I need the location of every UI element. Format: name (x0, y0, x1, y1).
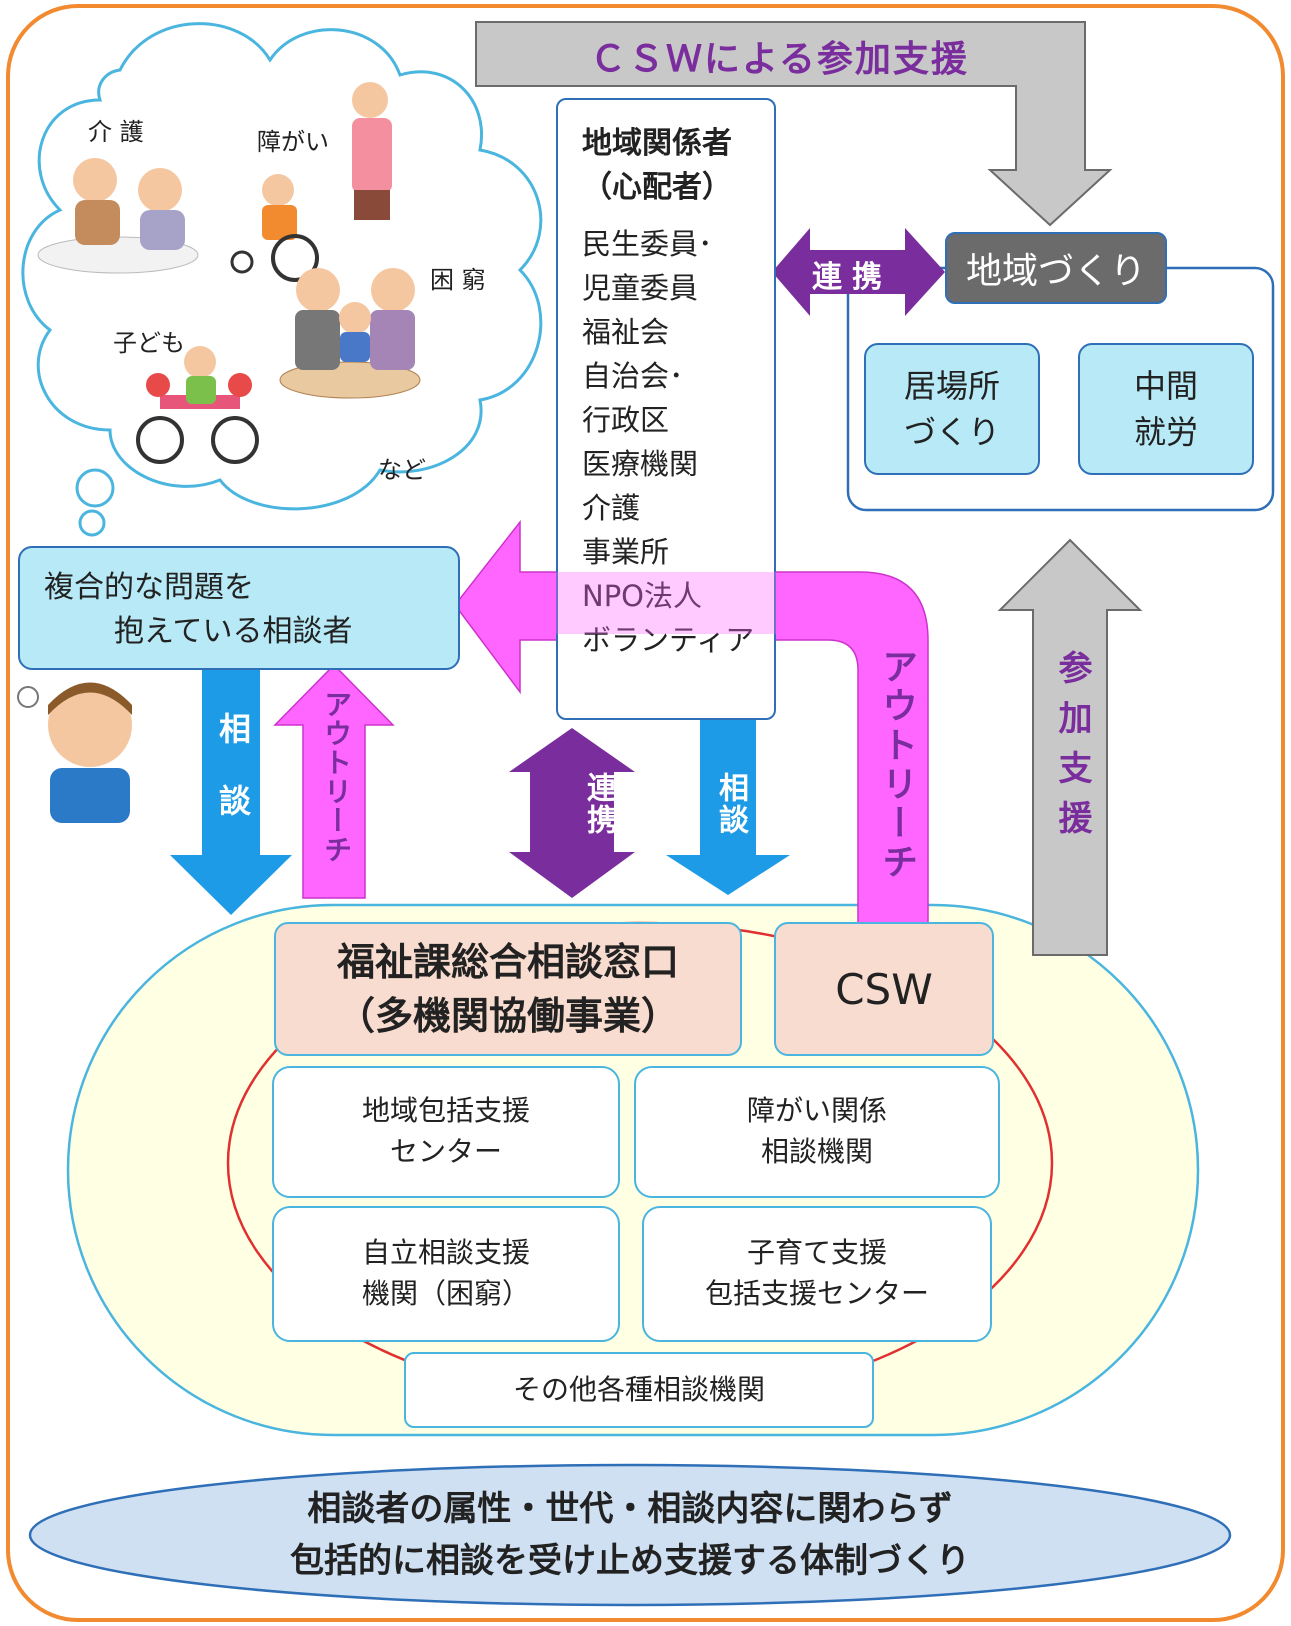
renkei-horizontal-arrow (772, 228, 945, 316)
houkatsu-line2: センター (389, 1135, 502, 1168)
left-magenta-arrow (273, 663, 395, 899)
consultee-line2: 抱えている相談者 (114, 614, 353, 649)
outreach-left-label: アウトリーチ (320, 690, 353, 864)
stakeholder-item: ボランティア (582, 623, 755, 657)
worried-man-illustration (17, 682, 132, 823)
label-konkyu: 困 窮 (430, 266, 486, 294)
stakeholder-item: 児童委員 (582, 271, 699, 305)
wheelchair-illustration (230, 82, 392, 282)
ibasho-box: 居場所 づくり (864, 343, 1040, 475)
outreach-overlay (556, 572, 776, 634)
houkatsu-line1: 地域包括支援 (361, 1094, 530, 1128)
top-gray-arrow (475, 21, 1113, 227)
stakeholder-item: 行政区 (582, 403, 670, 437)
chukan-line2: 就労 (1133, 413, 1198, 451)
chukan-line1: 中間 (1133, 366, 1198, 405)
main-counter-line1: 福祉課総合相談窓口 (336, 940, 679, 984)
houkatsu-box: 地域包括支援 センター (272, 1066, 620, 1198)
stakeholder-item: NPO法人 (582, 579, 703, 613)
poverty-family-illustration (279, 268, 421, 399)
consultee-line1: 複合的な問題を (44, 570, 254, 605)
stakeholder-item: 介護 (582, 491, 641, 525)
sodan-center-label: 相談 (713, 772, 748, 836)
community-title-text: 地域づくり (965, 251, 1146, 292)
bottom-statement: 相談者の属性・世代・相談内容に関わらず 包括的に相談を受け止め支援する体制づくり (130, 1470, 1130, 1600)
kosodate-line2: 包括支援センター (704, 1277, 929, 1310)
right-gray-arrow (997, 538, 1143, 956)
stakeholders-title: 地域関係者 (582, 126, 732, 161)
ibasho-line1: 居場所 (903, 366, 1000, 405)
label-kodomo: 子ども (113, 329, 185, 357)
main-counter-box: 福祉課総合相談窓口 （多機関協働事業） (274, 922, 742, 1056)
sonota-box: その他各種相談機関 (404, 1352, 874, 1428)
sonota-label: その他各種相談機関 (512, 1372, 765, 1406)
stakeholders-subtitle: （心配者） (582, 170, 732, 205)
child-bicycle-illustration (136, 346, 259, 464)
csw-box: CSW (774, 922, 994, 1056)
label-shogai: 障がい (257, 128, 329, 156)
consultee-box: 複合的な問題を 抱えている相談者 (18, 546, 460, 670)
csw-label: CSW (835, 964, 933, 1014)
renkei-horizontal-label: 連携 (812, 260, 892, 295)
jiritsu-line1: 自立相談支援 (361, 1236, 530, 1270)
shogai-box: 障がい関係 相談機関 (634, 1066, 1000, 1198)
bottom-line2: 包括的に相談を受け止め支援する体制づくり (290, 1541, 970, 1581)
stakeholder-item: 民生委員･ (582, 227, 713, 261)
center-blue-arrow (666, 720, 790, 895)
bottom-ellipse (28, 1463, 1232, 1607)
top-banner-title: ＣＳＷによる参加支援 (590, 39, 969, 80)
stakeholder-item: 自治会･ (582, 359, 684, 393)
sodan-left-label: 相談 (214, 712, 252, 856)
kosodate-box: 子育て支援 包括支援センター (642, 1206, 992, 1342)
renkei-vertical-label: 連携 (581, 772, 616, 836)
renkei-vertical-arrow (509, 728, 635, 898)
main-counter-line2: （多機関協働事業） (336, 994, 679, 1038)
shogai-line1: 障がい関係 (746, 1094, 887, 1128)
kosodate-line1: 子育て支援 (746, 1236, 887, 1270)
outreach-curved-label: アウトリーチ (876, 648, 917, 882)
elderly-care-illustration (37, 158, 199, 274)
stakeholder-item: 医療機関 (582, 447, 699, 481)
ibasho-line2: づくり (903, 413, 1000, 451)
stakeholder-item: 福祉会 (582, 315, 670, 349)
sanka-shien-label: 参加支援 (1052, 650, 1092, 850)
stakeholder-item: 事業所 (582, 535, 670, 569)
jiritsu-box: 自立相談支援 機関（困窮） (272, 1206, 620, 1342)
community-title: 地域づくり (945, 232, 1167, 304)
label-kaigo: 介 護 (88, 118, 144, 146)
label-nado: など (378, 456, 426, 484)
bottom-line1: 相談者の属性・世代・相談内容に関わらず (307, 1489, 953, 1529)
left-blue-arrow (170, 670, 292, 915)
shogai-line2: 相談機関 (760, 1135, 873, 1168)
jiritsu-line2: 機関（困窮） (361, 1277, 530, 1310)
chukan-box: 中間 就労 (1078, 343, 1254, 475)
stakeholders-box: 地域関係者 （心配者） 民生委員･ 児童委員 福祉会 自治会･ 行政区 医療機関… (556, 98, 776, 720)
